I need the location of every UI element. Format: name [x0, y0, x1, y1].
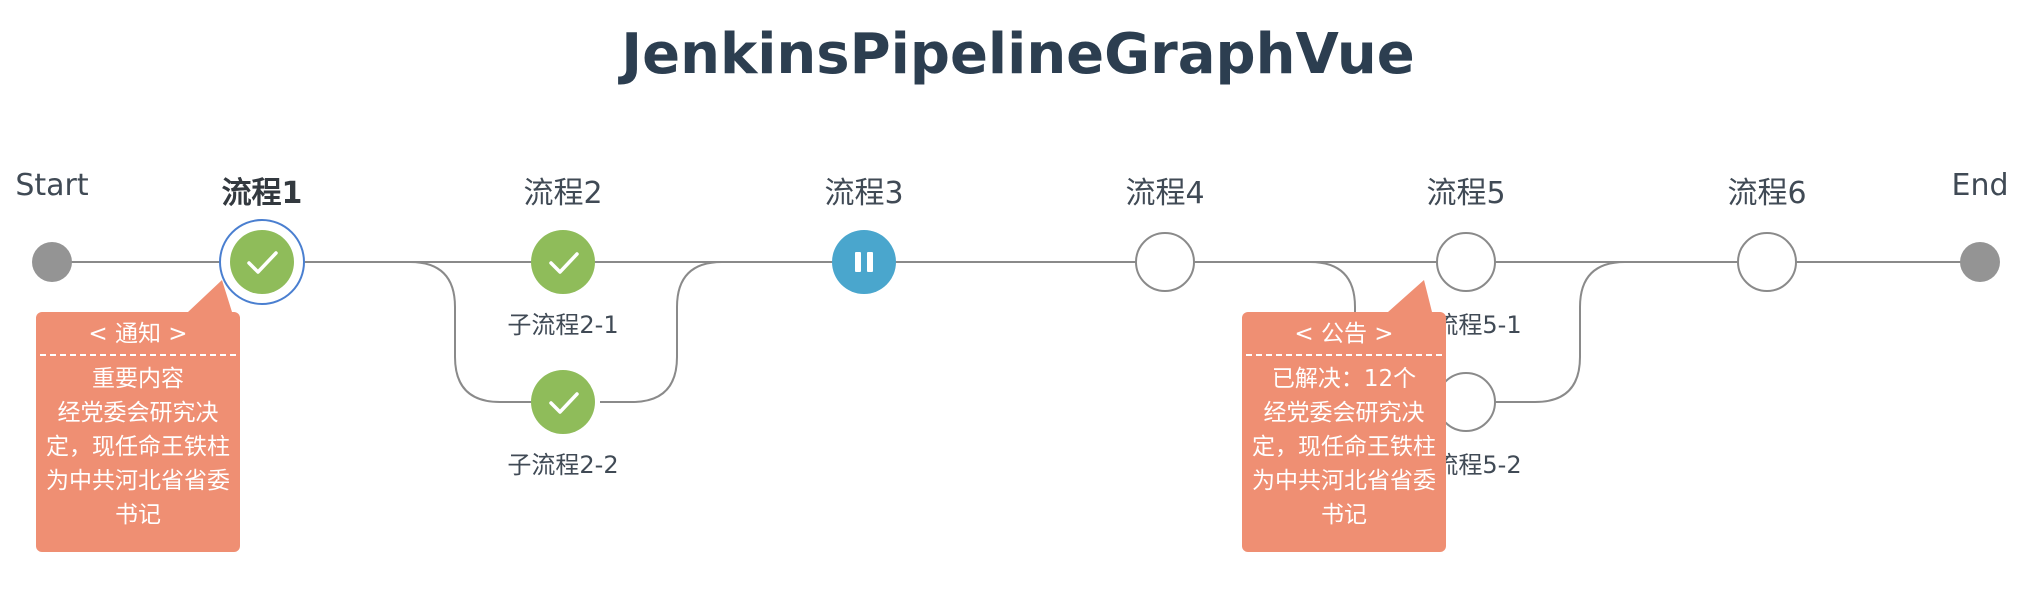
check-icon	[549, 252, 579, 274]
tooltip-announcement-pointer	[1388, 280, 1432, 312]
stage-label-3[interactable]: 流程3	[824, 176, 904, 211]
tooltip-line: 书记	[115, 502, 161, 528]
tooltip-line: 书记	[1321, 502, 1367, 528]
stage-5-1-node[interactable]	[1436, 232, 1496, 292]
stage-label-end: End	[1951, 168, 2009, 203]
stage-label-5[interactable]: 流程5	[1426, 176, 1506, 211]
tooltip-notice: < 通知 > 重要内容 经党委会研究决 定，现任命王铁柱 为中共河北省省委 书记	[36, 312, 240, 552]
connector-branch-2-2-out	[600, 261, 723, 403]
check-icon	[549, 392, 579, 414]
start-node[interactable]	[32, 242, 72, 282]
tooltip-line: 定，现任命王铁柱	[1252, 434, 1436, 460]
tooltip-header: < 通知 >	[40, 312, 236, 356]
tooltip-line: 经党委会研究决	[57, 400, 219, 426]
stage-label-2[interactable]: 流程2	[523, 176, 603, 211]
pause-icon	[855, 252, 873, 272]
stage-2-1-node[interactable]	[531, 230, 595, 294]
stage-1-node[interactable]	[230, 230, 294, 294]
tooltip-body: 已解决：12个 经党委会研究决 定，现任命王铁柱 为中共河北省省委 书记	[1242, 356, 1446, 532]
tooltip-body: 重要内容 经党委会研究决 定，现任命王铁柱 为中共河北省省委 书记	[36, 356, 240, 532]
page-title: JenkinsPipelineGraphVue	[621, 22, 1415, 87]
tooltip-line: 经党委会研究决	[1263, 400, 1425, 426]
connector-branch-2-2-in	[409, 261, 560, 403]
connector-branch-5-2-out	[1495, 261, 1626, 403]
stage-6-node[interactable]	[1737, 232, 1797, 292]
tooltip-notice-pointer	[188, 280, 232, 312]
tooltip-line: 为中共河北省省委	[46, 468, 230, 494]
stage-label-6[interactable]: 流程6	[1727, 176, 1807, 211]
stage-2-2-node[interactable]	[531, 370, 595, 434]
stage-4-node[interactable]	[1135, 232, 1195, 292]
stage-label-start: Start	[15, 168, 89, 203]
tooltip-line: 已解决：12个	[1271, 366, 1417, 392]
check-icon	[247, 251, 278, 274]
end-node[interactable]	[1960, 242, 2000, 282]
stage-label-1[interactable]: 流程1	[221, 176, 303, 211]
tooltip-line: 重要内容	[92, 366, 184, 392]
tooltip-announcement: < 公告 > 已解决：12个 经党委会研究决 定，现任命王铁柱 为中共河北省省委…	[1242, 312, 1446, 552]
sub-node-label-2-2[interactable]: 子流程2-2	[507, 451, 619, 479]
tooltip-line: 为中共河北省省委	[1252, 468, 1436, 494]
tooltip-header: < 公告 >	[1246, 312, 1442, 356]
tooltip-line: 定，现任命王铁柱	[46, 434, 230, 460]
sub-node-label-2-1[interactable]: 子流程2-1	[507, 311, 619, 339]
stage-label-4[interactable]: 流程4	[1125, 176, 1205, 211]
stage-3-node[interactable]	[832, 230, 896, 294]
